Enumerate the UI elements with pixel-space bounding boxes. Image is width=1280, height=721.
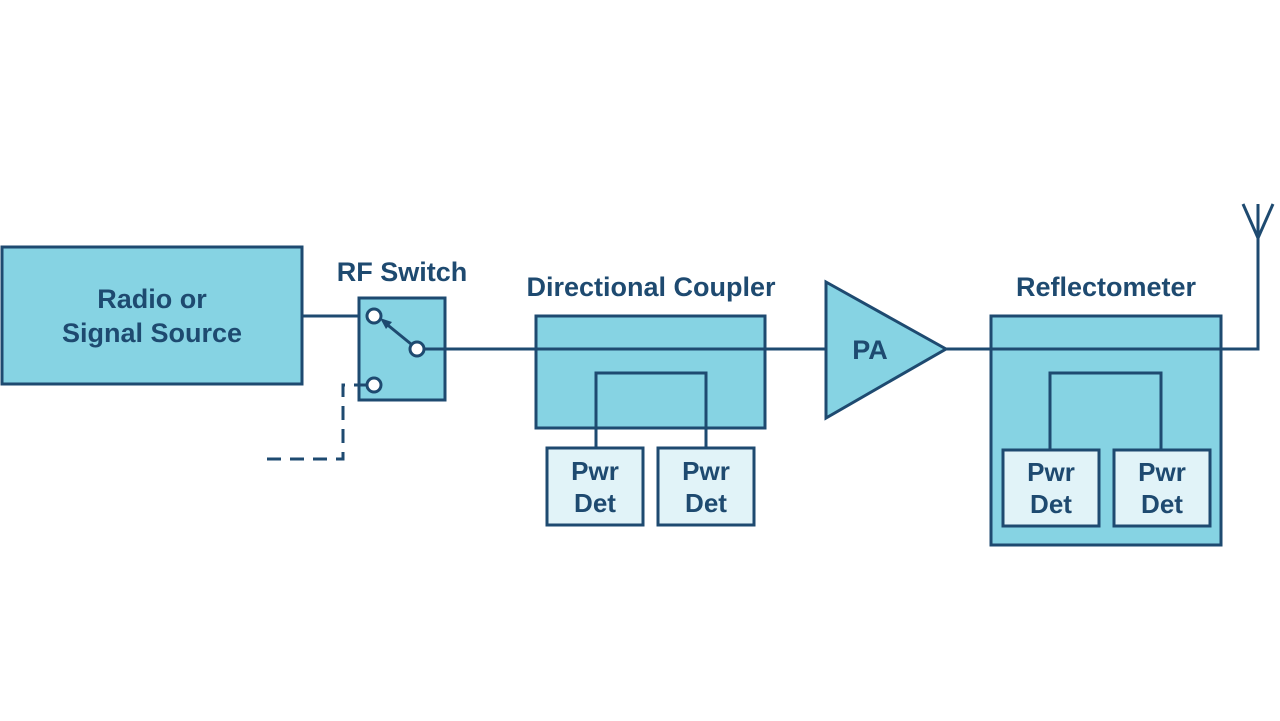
coupler-power-detector-1[interactable]: Pwr Det <box>545 446 645 527</box>
reflectometer-power-detector-2[interactable]: Pwr Det <box>1112 448 1212 528</box>
reflectometer-coupled-line <box>1048 371 1163 450</box>
coupler-title: Directional Coupler <box>526 272 776 302</box>
power-detector-label-line1: Pwr <box>1138 457 1186 487</box>
power-detector-label-line1: Pwr <box>571 456 619 486</box>
rf-switch-title: RF Switch <box>337 257 468 287</box>
power-detector-label-line2: Det <box>685 488 727 518</box>
signal-source-label-line1: Radio or <box>97 284 207 314</box>
power-detector-label-line2: Det <box>574 488 616 518</box>
wire-pa-to-antenna <box>946 238 1260 351</box>
power-detector-label-line1: Pwr <box>682 456 730 486</box>
power-amplifier-block[interactable]: PA <box>824 279 950 421</box>
reflectometer-title: Reflectometer <box>1016 272 1197 302</box>
signal-source-label-line2: Signal Source <box>62 318 242 348</box>
antenna-icon <box>1241 203 1275 239</box>
directional-coupler-block[interactable] <box>534 314 767 448</box>
power-detector-label-line2: Det <box>1030 489 1072 519</box>
spdt-switch-icon <box>365 307 426 394</box>
rf-switch-block[interactable] <box>357 296 447 402</box>
coupler-power-detector-2[interactable]: Pwr Det <box>656 446 756 527</box>
power-detector-label-line2: Det <box>1141 489 1183 519</box>
reflectometer-block[interactable]: Pwr Det Pwr Det <box>989 314 1223 547</box>
amplifier-triangle-icon <box>824 279 950 421</box>
control-line-dashed <box>267 383 367 461</box>
reflectometer-power-detector-1[interactable]: Pwr Det <box>1001 448 1101 528</box>
power-detector-label-line1: Pwr <box>1027 457 1075 487</box>
signal-source-block[interactable]: Radio or Signal Source <box>0 245 304 386</box>
pa-label: PA <box>852 335 888 365</box>
coupler-coupled-line <box>594 371 708 448</box>
